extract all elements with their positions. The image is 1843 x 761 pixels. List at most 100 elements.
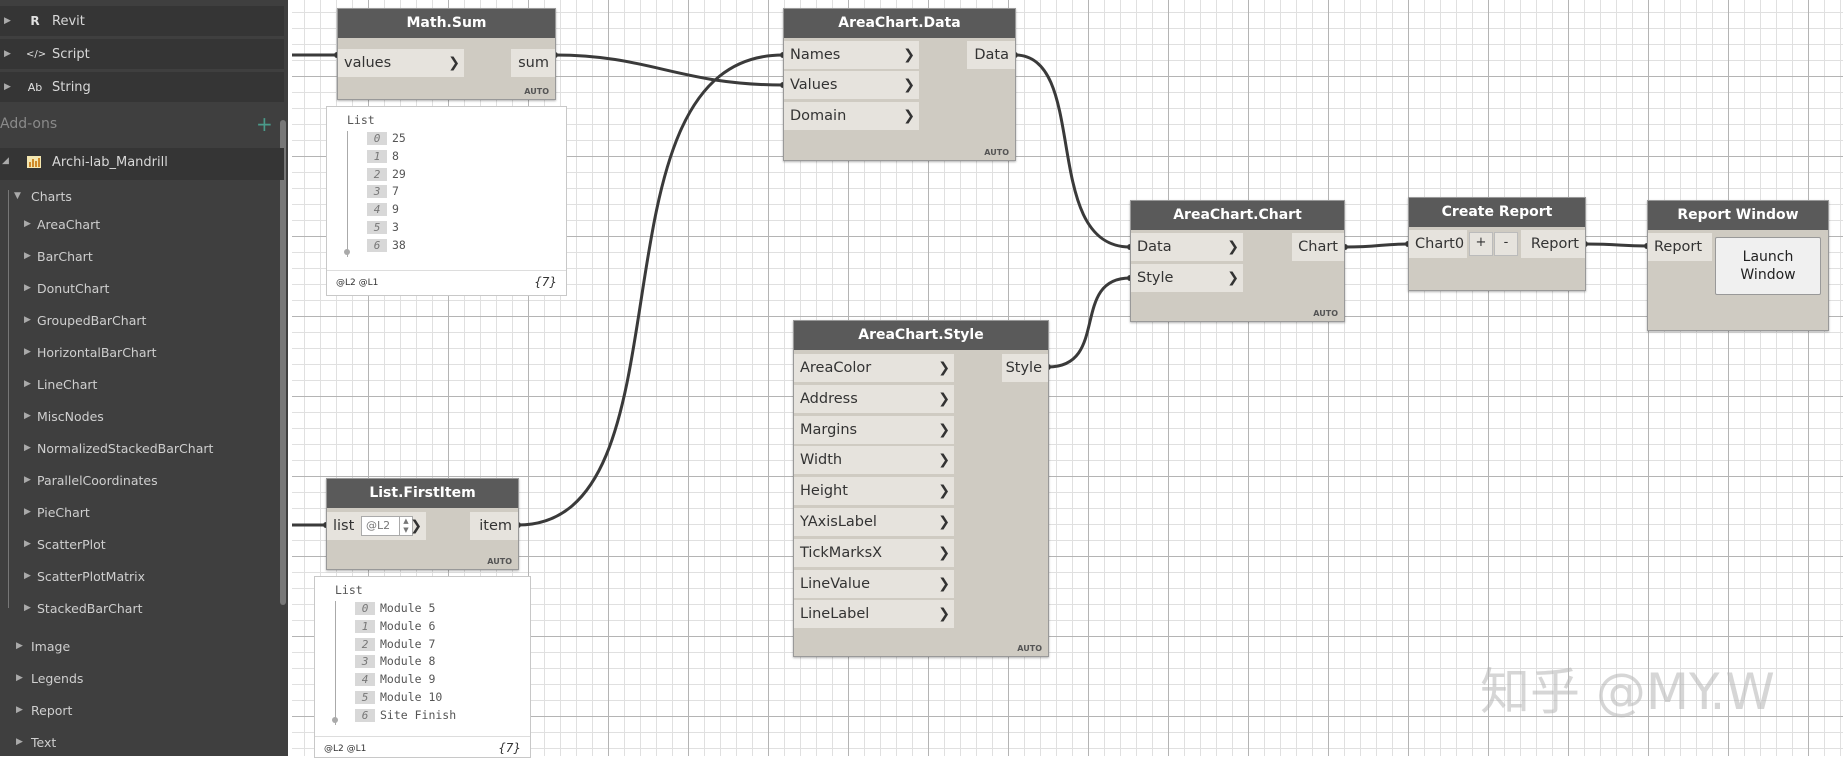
input-port-domain[interactable]: Domain ❯	[784, 102, 919, 131]
expand-arrow-icon[interactable]: ▶	[24, 283, 31, 293]
input-port-style-param[interactable]: AreaColor❯	[794, 354, 954, 383]
node-report-window[interactable]: Report Window Report Launch Window	[1647, 200, 1829, 331]
output-port-style[interactable]: Style	[1002, 354, 1048, 382]
chevron-right-icon: ❯	[938, 452, 950, 469]
node-title: AreaChart.Data	[784, 9, 1015, 38]
chevron-right-icon: ❯	[410, 518, 422, 534]
expand-arrow-icon[interactable]: ▶	[24, 539, 31, 549]
expand-arrow-icon[interactable]: ▶	[24, 251, 31, 261]
expand-arrow-icon[interactable]: ▶	[4, 16, 11, 26]
expand-arrow-icon[interactable]: ▶	[24, 347, 31, 357]
chevron-right-icon: ❯	[938, 483, 950, 500]
output-port-data[interactable]: Data	[967, 41, 1015, 69]
expand-arrow-icon[interactable]: ▶	[16, 737, 23, 747]
preview-tree-line	[347, 131, 348, 257]
expand-arrow-icon[interactable]: ▶	[16, 673, 23, 683]
input-port-chart0[interactable]: Chart0	[1409, 230, 1467, 259]
addons-label: Add-ons	[0, 116, 58, 132]
node-areachart-chart[interactable]: AreaChart.Chart Data ❯ Style ❯ Chart AUT…	[1130, 200, 1345, 322]
node-title: Create Report	[1409, 198, 1585, 227]
script-icon: </>	[26, 48, 47, 60]
node-areachart-style[interactable]: AreaChart.Style AreaColor❯Address❯Margin…	[793, 320, 1049, 657]
expand-arrow-icon[interactable]: ▶	[24, 379, 31, 389]
expand-arrow-icon[interactable]: ▶	[24, 507, 31, 517]
sidebar-item-label: LineChart	[37, 377, 98, 392]
preview-value: Module 9	[380, 672, 436, 687]
output-port-chart[interactable]: Chart	[1292, 233, 1344, 261]
node-list-firstitem[interactable]: List.FirstItem list @L2 ▲▼ ❯ item AUTO	[326, 478, 519, 570]
input-port-style[interactable]: Style ❯	[1131, 264, 1243, 293]
category-revit[interactable]: ▶ R Revit	[0, 6, 284, 36]
expand-arrow-icon[interactable]: ▶	[4, 82, 11, 92]
input-port-style-param[interactable]: LineLabel❯	[794, 600, 954, 630]
preview-index: 4	[355, 673, 375, 687]
package-archi-lab-mandrill[interactable]: ◢ Archi-lab_Mandrill	[0, 148, 284, 180]
preview-index: 3	[355, 655, 375, 669]
preview-list-item: 4 Module 9	[355, 672, 435, 689]
category-label: Script	[52, 46, 90, 62]
node-title: AreaChart.Chart	[1131, 201, 1344, 230]
expand-arrow-icon[interactable]: ▶	[4, 49, 11, 59]
expand-arrow-icon[interactable]: ▶	[24, 571, 31, 581]
lacing-level-stepper[interactable]: @L2 ▲▼	[361, 516, 413, 536]
input-port-style-param[interactable]: LineValue❯	[794, 569, 954, 599]
preview-value: 8	[392, 148, 399, 163]
output-port-item[interactable]: item	[470, 512, 518, 540]
sidebar-item-label: StackedBarChart	[37, 601, 143, 616]
input-port-report[interactable]: Report	[1648, 233, 1712, 262]
preview-index: 5	[367, 221, 387, 234]
input-port-style-param[interactable]: YAxisLabel❯	[794, 508, 954, 537]
node-create-report[interactable]: Create Report Chart0 + - Report	[1408, 197, 1586, 291]
input-port-data[interactable]: Data ❯	[1131, 233, 1243, 262]
input-port-style-param[interactable]: TickMarksX❯	[794, 538, 954, 568]
chevron-right-icon: ❯	[903, 108, 915, 124]
add-package-icon[interactable]: +	[256, 112, 273, 136]
node-areachart-data[interactable]: AreaChart.Data Names ❯ Values ❯ Domain ❯…	[783, 8, 1016, 161]
node-title: List.FirstItem	[327, 479, 518, 508]
node-title: AreaChart.Style	[794, 321, 1048, 350]
run-mode-label: AUTO	[487, 557, 512, 566]
category-script[interactable]: ▶ </> Script	[0, 39, 284, 69]
tree-guide-line	[8, 190, 9, 608]
collapse-arrow-icon[interactable]: ▼	[14, 191, 21, 201]
chevron-right-icon: ❯	[448, 55, 460, 71]
input-port-style-param[interactable]: Margins❯	[794, 415, 954, 445]
expand-arrow-icon[interactable]: ▶	[24, 603, 31, 613]
expand-arrow-icon[interactable]: ▶	[16, 705, 23, 715]
collapse-arrow-icon[interactable]: ◢	[2, 156, 9, 166]
chevron-right-icon: ❯	[938, 421, 950, 438]
input-port-style-param[interactable]: Address❯	[794, 384, 954, 414]
sidebar-item-label: NormalizedStackedBarChart	[37, 441, 214, 456]
remove-port-button[interactable]: -	[1494, 232, 1518, 256]
input-port-values[interactable]: values ❯	[338, 49, 464, 78]
expand-arrow-icon[interactable]: ▶	[24, 443, 31, 453]
node-math-sum[interactable]: Math.Sum values ❯ sum AUTO	[337, 8, 556, 100]
output-port-sum[interactable]: sum	[511, 49, 555, 77]
input-port-style-param[interactable]: Width❯	[794, 446, 954, 476]
input-port-names[interactable]: Names ❯	[784, 41, 919, 70]
expand-arrow-icon[interactable]: ▶	[16, 641, 23, 651]
category-string[interactable]: ▶ Ab String	[0, 72, 284, 102]
preview-footer: @L2 @L1 {7}	[327, 270, 566, 295]
launch-window-button[interactable]: Launch Window	[1715, 237, 1821, 295]
expand-arrow-icon[interactable]: ▶	[24, 411, 31, 421]
input-port-list[interactable]: list @L2 ▲▼ ❯	[327, 512, 426, 541]
expand-arrow-icon[interactable]: ▶	[24, 475, 31, 485]
add-port-button[interactable]: +	[1469, 232, 1493, 256]
input-port-style-param[interactable]: Height❯	[794, 477, 954, 507]
preview-value: 9	[392, 202, 399, 217]
sidebar-scrollbar[interactable]	[280, 120, 286, 605]
chevron-right-icon: ❯	[1227, 239, 1239, 255]
preview-tree-line	[335, 601, 336, 725]
category-label: Legends	[31, 671, 84, 686]
stepper-arrows-icon[interactable]: ▲▼	[399, 517, 412, 535]
preview-index: 2	[355, 637, 375, 651]
expand-arrow-icon[interactable]: ▶	[24, 315, 31, 325]
expand-arrow-icon[interactable]: ▶	[24, 219, 31, 229]
output-port-report[interactable]: Report	[1521, 230, 1585, 258]
input-port-values[interactable]: Values ❯	[784, 71, 919, 100]
